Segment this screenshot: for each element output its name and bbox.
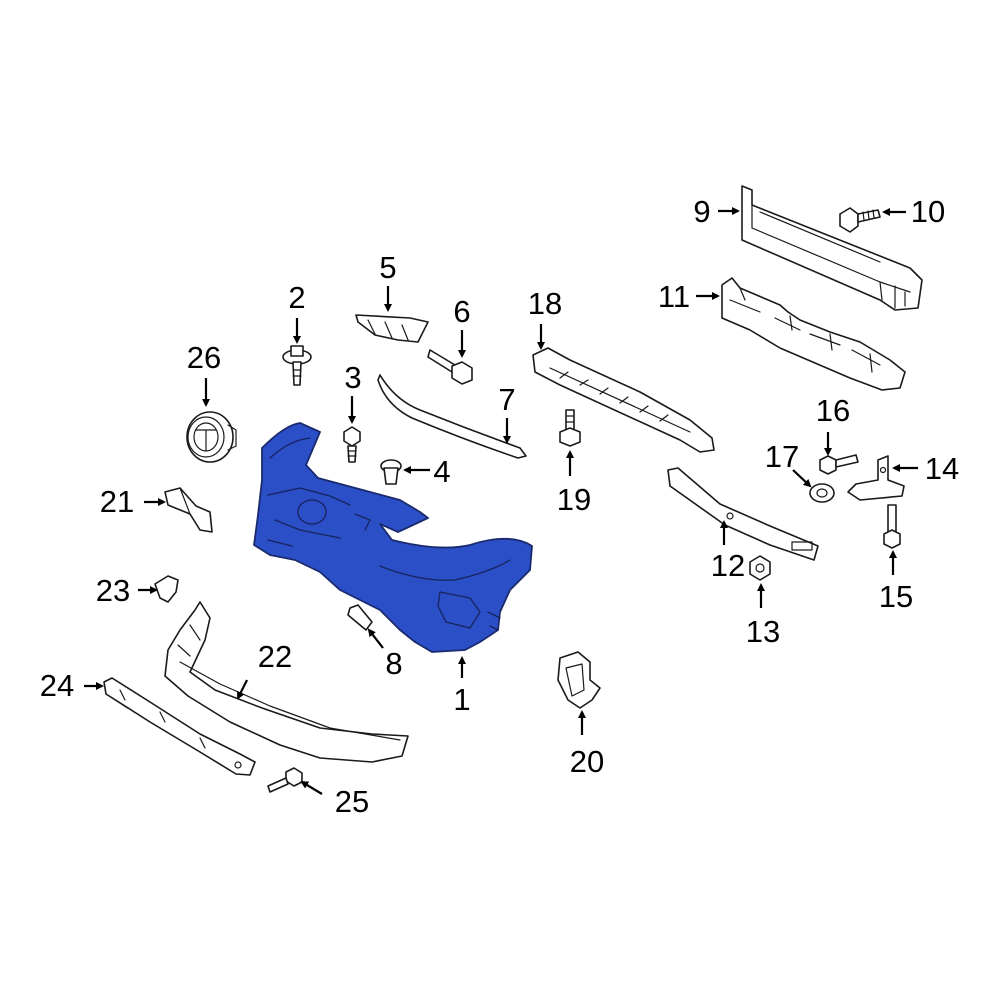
callout-3: 3: [344, 360, 361, 395]
callout-24: 24: [40, 668, 74, 703]
part-14-bracket[interactable]: [847, 455, 905, 501]
callout-numbers: 1 2 3 4 5 6 7 8 9 10 11 12 13 14 15 16 1…: [40, 194, 959, 819]
callout-17: 17: [765, 439, 799, 474]
part-10-bolt[interactable]: [839, 207, 881, 233]
part-3-bolt[interactable]: [343, 426, 361, 463]
callout-6: 6: [453, 294, 470, 329]
callout-14: 14: [925, 451, 959, 486]
part-19-bolt[interactable]: [559, 409, 581, 447]
callout-21: 21: [100, 484, 134, 519]
callout-25: 25: [335, 784, 369, 819]
part-1-bumper-cover[interactable]: [253, 422, 533, 653]
part-12-reinforcement[interactable]: [667, 467, 819, 561]
part-26-emblem[interactable]: [186, 411, 237, 463]
callout-26: 26: [187, 340, 221, 375]
part-17-nut[interactable]: [809, 483, 835, 503]
callout-9: 9: [693, 194, 710, 229]
callout-13: 13: [746, 614, 780, 649]
callout-7: 7: [498, 382, 515, 417]
callout-22: 22: [258, 639, 292, 674]
callout-12: 12: [711, 548, 745, 583]
part-22-valance[interactable]: [164, 601, 409, 763]
callout-10: 10: [911, 194, 945, 229]
callout-16: 16: [816, 393, 850, 428]
part-2-clip[interactable]: [282, 345, 312, 386]
part-25-screw[interactable]: [267, 767, 303, 793]
callout-11: 11: [658, 279, 690, 314]
part-24-trim[interactable]: [103, 677, 256, 776]
callout-15: 15: [879, 579, 913, 614]
callout-leaders: [84, 207, 918, 795]
part-16-bolt[interactable]: [819, 454, 859, 475]
callout-5: 5: [379, 250, 396, 285]
callout-2: 2: [288, 280, 305, 315]
callout-20: 20: [570, 744, 604, 779]
callout-19: 19: [557, 482, 591, 517]
part-8-stud[interactable]: [347, 604, 373, 631]
callout-1: 1: [453, 682, 470, 717]
part-20-bracket[interactable]: [557, 651, 601, 709]
part-6-bolt[interactable]: [427, 349, 473, 385]
callout-18: 18: [528, 286, 562, 321]
part-18-support[interactable]: [532, 347, 715, 453]
part-11-absorber[interactable]: [721, 277, 906, 391]
part-5-bracket[interactable]: [355, 314, 429, 343]
part-7-molding[interactable]: [377, 374, 527, 459]
part-21-bracket[interactable]: [164, 487, 213, 533]
part-13-nut[interactable]: [749, 555, 771, 581]
callout-4: 4: [433, 454, 450, 489]
part-23-clip[interactable]: [154, 575, 179, 603]
callout-23: 23: [96, 573, 130, 608]
part-9-impact-bar[interactable]: [741, 185, 923, 311]
part-4-clip[interactable]: [380, 459, 402, 485]
callout-8: 8: [385, 646, 402, 681]
part-15-bolt[interactable]: [883, 504, 901, 549]
